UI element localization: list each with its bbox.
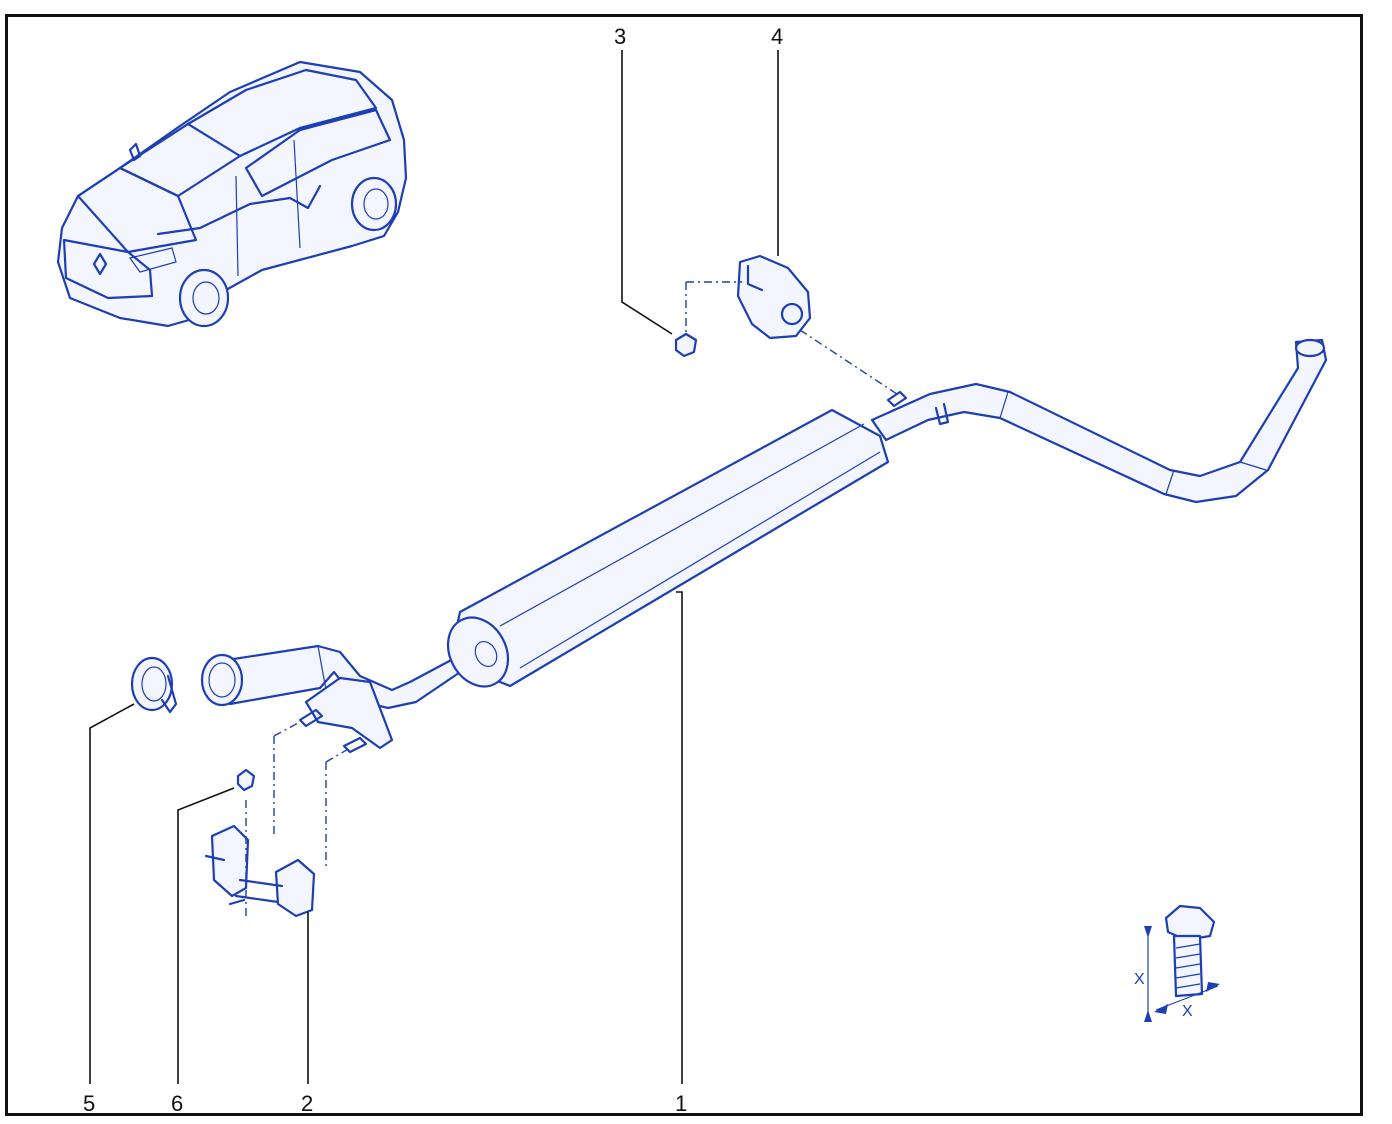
front-mount-stud — [298, 708, 324, 728]
rear-pipe-joint — [999, 391, 1009, 419]
renault-logo-icon — [92, 252, 108, 276]
car-mirror — [128, 142, 142, 162]
front-pipe-inlet-inner — [208, 662, 236, 698]
clamp-ring-inner — [141, 666, 167, 702]
car-headlight — [128, 247, 177, 273]
front-hanger-bracket — [304, 676, 394, 750]
dimension-arrow-right — [1206, 982, 1220, 992]
front-mount-bar — [234, 878, 284, 904]
leader-lines — [89, 50, 779, 1084]
clamp-part-5 — [130, 656, 178, 714]
car-door-line — [293, 139, 301, 249]
dimension-label-vertical: X — [1134, 971, 1145, 988]
rear-rubber-mount — [685, 254, 901, 397]
muffler-end-cap — [446, 616, 510, 688]
leader-5 — [89, 703, 135, 1084]
callout-6: 6 — [171, 1091, 183, 1116]
front-mount-dash-line-4 — [325, 747, 351, 763]
car-illustration — [56, 60, 408, 328]
car-exhaust-hint — [156, 184, 322, 236]
front-mount-left-block — [210, 824, 250, 898]
car-door-line-2 — [235, 175, 239, 277]
front-mount-dash-line-2 — [273, 721, 301, 737]
car-grille — [62, 238, 154, 300]
front-pipe-seam — [317, 645, 327, 691]
front-rubber-mount — [204, 708, 368, 920]
dimension-bolt-head — [1164, 904, 1216, 942]
rear-pipe-joint-3 — [1239, 461, 1267, 471]
front-mount-right-block — [274, 858, 316, 918]
tailpipe-end — [1294, 338, 1326, 358]
bolt-part-6 — [236, 768, 256, 792]
muffler-seam-2 — [519, 451, 881, 669]
bolt-dimension-symbol: X X — [1134, 904, 1220, 1022]
clamp-bolt — [160, 674, 178, 714]
front-pipe-inlet — [200, 653, 244, 707]
dimension-arrow-bottom — [1144, 1010, 1152, 1022]
car-roofline — [186, 68, 378, 158]
exhaust-assembly — [200, 338, 1328, 750]
rear-mount-tab — [746, 264, 764, 292]
callout-numbers: 1 2 3 4 5 6 — [83, 24, 783, 1116]
muffler-outlet — [474, 640, 498, 668]
dimension-label-horizontal: X — [1182, 1003, 1193, 1020]
bolt-3-head — [674, 332, 698, 358]
car-front-wheel — [178, 268, 230, 328]
callout-2: 2 — [301, 1091, 313, 1116]
car-rear-rim — [363, 188, 389, 220]
bolt-part-3 — [674, 332, 698, 358]
callout-3: 3 — [614, 24, 626, 49]
callout-5: 5 — [83, 1091, 95, 1116]
muffler-seam — [499, 423, 865, 627]
callout-1: 1 — [675, 1091, 687, 1116]
bolt-6-head — [236, 768, 256, 792]
leader-3 — [621, 50, 673, 335]
callout-4: 4 — [771, 24, 783, 49]
rear-pipe-joint-2 — [1165, 469, 1175, 495]
car-side-windows — [244, 108, 392, 198]
dimension-arrow-top — [1144, 926, 1152, 938]
front-mount-rod — [204, 854, 246, 906]
car-rear-wheel — [350, 176, 398, 232]
car-front-rim — [192, 281, 220, 315]
dimension-thread — [1175, 943, 1201, 989]
leader-1 — [676, 591, 683, 1084]
rear-mount-bushing — [780, 302, 804, 326]
rear-hanger-pin — [886, 390, 908, 408]
front-mount-stud-2 — [342, 736, 368, 754]
rear-pipe-hook — [934, 402, 950, 426]
rear-mount-dash-line-3 — [799, 329, 901, 397]
leader-6 — [177, 787, 235, 1084]
dimension-arrow-left — [1154, 1004, 1168, 1014]
muffler-body — [452, 408, 890, 688]
car-hood — [76, 166, 198, 254]
